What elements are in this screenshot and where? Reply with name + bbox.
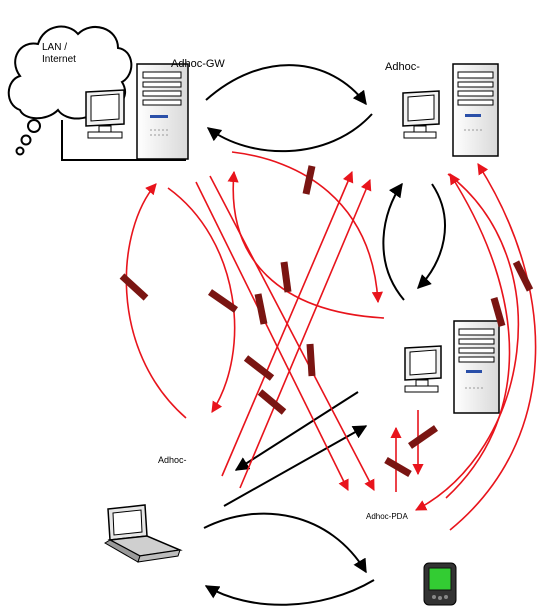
- break-marker-5: [280, 261, 292, 293]
- broken-link-2: [167, 187, 236, 413]
- broken-link-7: [239, 178, 372, 489]
- break-marker-2: [119, 273, 149, 301]
- top-right-node: Adhoc-: [385, 61, 499, 157]
- link-gateway-to-topright: [205, 64, 367, 106]
- gateway-label: Adhoc-GW: [171, 58, 225, 70]
- lan-label-line2: Internet: [42, 54, 76, 65]
- broken-link-5: [209, 175, 375, 491]
- break-marker-9: [490, 297, 506, 327]
- broken-link-6: [195, 181, 349, 492]
- link-midright-to-laptop: [234, 391, 359, 471]
- break-markers: [119, 165, 534, 478]
- pda-node: Adhoc-PDA: [366, 512, 457, 606]
- break-marker-11: [408, 425, 438, 449]
- break-marker-7: [257, 389, 287, 415]
- top-right-node-label: Adhoc-: [385, 61, 420, 73]
- mid-right-node: [404, 320, 500, 414]
- cloud-puff-1: [27, 119, 41, 133]
- broken-link-4: [227, 170, 385, 319]
- link-topright-to-gateway: [206, 113, 373, 153]
- gateway-node: Adhoc-GW: [85, 58, 225, 160]
- break-marker-8: [306, 343, 316, 377]
- break-marker-12: [384, 456, 412, 478]
- cloud-puff-3: [15, 146, 25, 156]
- cloud-puff-2: [20, 134, 32, 146]
- desktop-computer-icon: [402, 63, 499, 157]
- laptop-icon: [104, 504, 183, 563]
- broken-link-10: [445, 173, 511, 499]
- laptop-node: Adhoc-: [104, 455, 187, 563]
- link-pda-to-laptop: [204, 579, 375, 606]
- laptop-label: Adhoc-: [158, 455, 187, 465]
- break-marker-1: [302, 165, 316, 195]
- broken-link-9: [415, 173, 519, 511]
- broken-link-3: [231, 151, 383, 304]
- broken-link-8: [221, 170, 354, 477]
- pda-label: Adhoc-PDA: [366, 512, 408, 521]
- link-midright-to-topright: [382, 182, 405, 301]
- broken-link-1: [125, 183, 187, 419]
- lan-label-line1: LAN /: [42, 42, 67, 53]
- break-marker-6: [243, 355, 275, 381]
- working-links: [203, 64, 446, 606]
- link-laptop-to-pda: [203, 512, 367, 574]
- desktop-computer-icon: [85, 63, 189, 160]
- link-laptop-to-midright: [223, 425, 368, 507]
- broken-links: [125, 151, 537, 531]
- break-marker-4: [254, 293, 268, 325]
- pda-icon: [423, 562, 457, 606]
- desktop-computer-icon: [404, 320, 500, 414]
- break-marker-10: [512, 260, 534, 292]
- link-topright-to-midright: [417, 183, 446, 289]
- lan-connection-wire: [61, 120, 186, 161]
- break-marker-3: [208, 289, 238, 313]
- broken-link-11: [449, 163, 537, 531]
